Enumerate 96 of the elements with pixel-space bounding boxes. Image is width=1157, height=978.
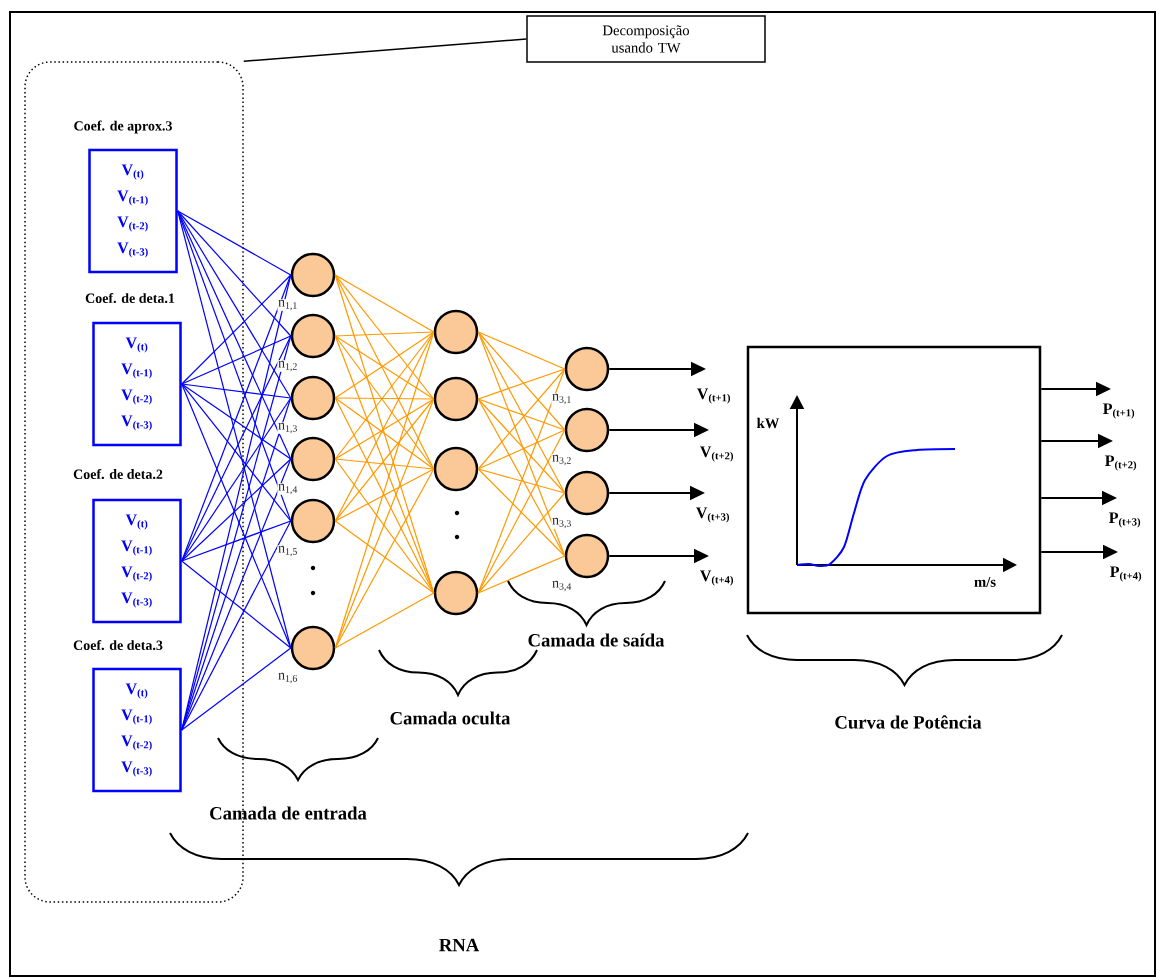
neuron-circle xyxy=(433,446,479,492)
neuron-circle xyxy=(290,252,336,298)
connection-line xyxy=(181,647,292,731)
leader-line xyxy=(243,38,527,62)
brace-label: Camada de entrada xyxy=(210,806,367,820)
neuron-circle xyxy=(564,346,610,392)
connection-line xyxy=(181,520,292,562)
neuron-circle xyxy=(290,436,336,482)
coefficient-heading: Coef. de aprox.3 xyxy=(74,120,172,134)
connection-line xyxy=(334,468,435,522)
connection-line xyxy=(177,210,292,276)
connection-line xyxy=(477,398,566,494)
connection-line xyxy=(334,397,435,470)
neuron-circle xyxy=(290,625,336,671)
connection-line xyxy=(181,383,292,649)
connection-line xyxy=(334,274,435,333)
connection-line xyxy=(334,331,435,337)
connection-line xyxy=(181,560,292,649)
connection-line xyxy=(477,368,566,470)
output-label: P$_{(t+2)}$ xyxy=(1105,455,1137,471)
connection-line xyxy=(334,468,435,649)
neuron-circle xyxy=(433,309,479,355)
brace-label: RNA xyxy=(439,938,480,952)
neuron-circle xyxy=(290,375,336,421)
brace-label: Camada oculta xyxy=(390,711,511,725)
brace-label: Camada de saída xyxy=(528,633,665,647)
connection-line xyxy=(477,331,566,431)
neuron-circle xyxy=(433,376,479,422)
connection-line xyxy=(334,458,435,470)
connection-line xyxy=(477,398,566,431)
coefficient-heading: Coef. de deta.3 xyxy=(73,640,163,650)
callout-box: Decomposição usando TW xyxy=(526,15,766,63)
connection-line xyxy=(181,383,292,460)
neuron-circle xyxy=(564,407,610,453)
output-label: P$_{(t+4)}$ xyxy=(1110,566,1142,582)
neuron-circle xyxy=(564,533,610,579)
connection-line xyxy=(177,210,292,649)
connection-line xyxy=(477,368,566,400)
input-box: V$_{(t)}$ V$_{(t-1)}$ V$_{(t-2)}$ V$_{(t-3)}$ xyxy=(92,498,182,624)
neuron-circle xyxy=(564,470,610,516)
connection-line xyxy=(334,458,435,594)
input-box: V$_{(t)}$ V$_{(t-1)}$ V$_{(t-2)}$ V$_{(t-3)}$ xyxy=(92,321,182,447)
connection-line xyxy=(334,331,435,649)
output-label: V$_{(t+4)}$ xyxy=(700,570,733,586)
neuron-label: n$_{3,2}$ xyxy=(551,454,573,466)
output-label: P$_{(t+1)}$ xyxy=(1103,403,1135,419)
connection-line xyxy=(334,274,435,594)
output-label: V$_{(t+3)}$ xyxy=(696,507,729,523)
connection-line xyxy=(477,468,566,494)
connection-line xyxy=(334,274,435,470)
connection-line xyxy=(181,274,292,385)
neuron-label: n$_{1,5}$ xyxy=(277,545,299,557)
coefficient-heading: Coef. de deta.1 xyxy=(85,293,175,303)
connection-line xyxy=(177,210,292,460)
connection-line xyxy=(181,335,292,385)
neuron-circle xyxy=(433,570,479,616)
connection-line xyxy=(477,492,566,594)
connection-line xyxy=(477,468,566,557)
neuron-circle xyxy=(290,313,336,359)
input-box: V$_{(t)}$ V$_{(t-1)}$ V$_{(t-2)}$ V$_{(t-3)}$ xyxy=(88,148,178,274)
brace-label: Curva de Potência xyxy=(835,715,982,729)
connection-line xyxy=(477,398,566,557)
connection-line xyxy=(334,397,435,400)
connection-line xyxy=(177,210,292,337)
neuron-label: n$_{3,1}$ xyxy=(551,393,573,405)
neuron-circle xyxy=(290,498,336,544)
coefficient-heading: Coef. de deta.2 xyxy=(73,469,163,479)
output-label: P$_{(t+3)}$ xyxy=(1109,512,1141,528)
connection-line xyxy=(477,429,566,594)
connection-line xyxy=(334,398,435,460)
connection-line xyxy=(181,335,292,562)
connection-line xyxy=(181,520,292,731)
connection-line xyxy=(334,397,435,594)
neuron-label: n$_{1,2}$ xyxy=(277,360,299,372)
connection-line xyxy=(477,429,566,470)
connection-line xyxy=(334,592,435,649)
neuron-label: n$_{1,3}$ xyxy=(277,422,299,434)
connection-line xyxy=(181,383,292,399)
axis-label: kW xyxy=(756,417,780,429)
input-box: V$_{(t)}$ V$_{(t-1)}$ V$_{(t-2)}$ V$_{(t-3)}$ xyxy=(92,667,182,793)
connection-line xyxy=(334,274,435,400)
connection-line xyxy=(181,383,292,522)
neuron-label: n$_{3,4}$ xyxy=(551,580,573,592)
neuron-label: n$_{1,4}$ xyxy=(277,483,299,495)
axis-label: m/s xyxy=(974,577,996,587)
connection-line xyxy=(477,555,566,594)
connection-line xyxy=(181,458,292,562)
neuron-label: n$_{1,1}$ xyxy=(277,299,299,311)
output-label: V$_{(t+2)}$ xyxy=(700,446,733,462)
neuron-label: n$_{3,3}$ xyxy=(551,517,573,529)
output-label: V$_{(t+1)}$ xyxy=(697,388,730,404)
connection-line xyxy=(334,398,435,522)
connection-line xyxy=(334,520,435,594)
neuron-label: n$_{1,6}$ xyxy=(277,672,299,684)
connection-line xyxy=(477,331,566,370)
connection-line xyxy=(334,331,435,522)
